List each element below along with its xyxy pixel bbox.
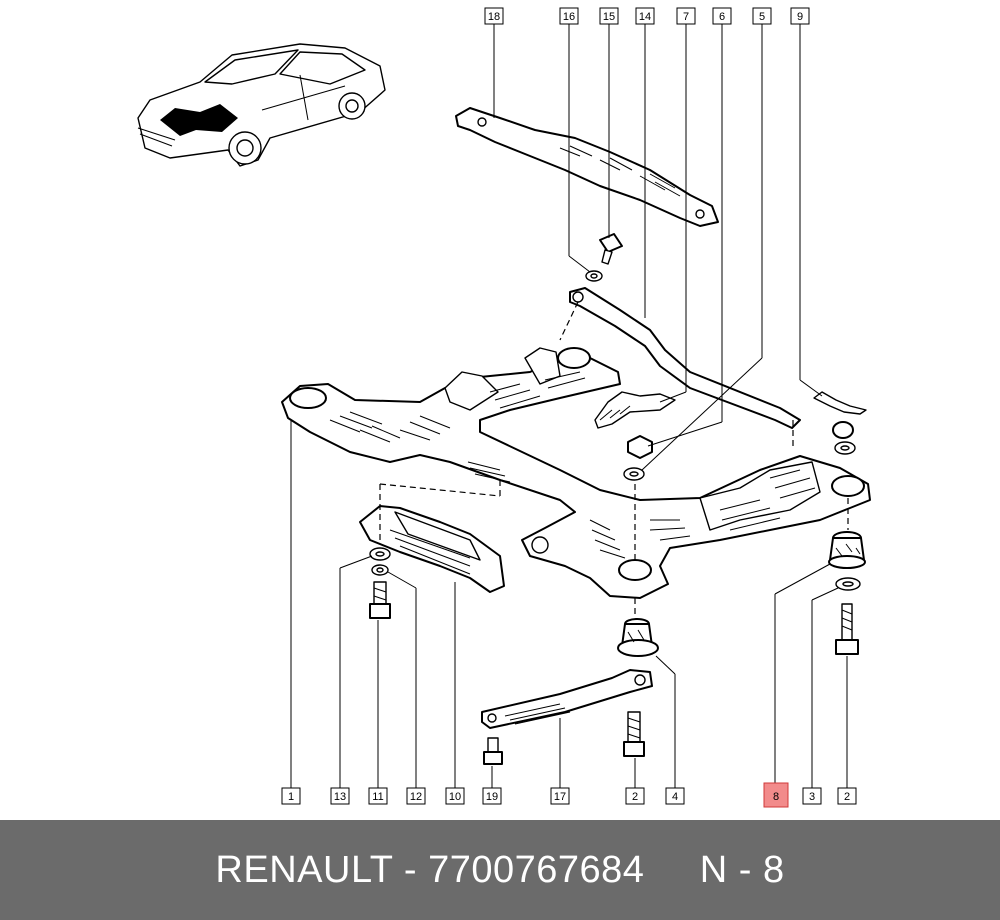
small-bolt-19: [483, 737, 503, 765]
callout-7: 7: [676, 7, 696, 25]
callout-6: 6: [712, 7, 732, 25]
position-separator: -: [738, 848, 752, 891]
part-number: 7700767684: [428, 848, 645, 891]
svg-text:9: 9: [797, 11, 803, 23]
diagonal-brace: [559, 287, 801, 450]
rubber-bush-right: [828, 531, 866, 591]
svg-text:13: 13: [334, 791, 346, 803]
callout-19: 19: [482, 787, 502, 805]
right-nut-washer: [832, 421, 856, 530]
callout-8-highlighted: 8: [763, 782, 789, 808]
callout-2-right: 2: [837, 787, 857, 805]
svg-text:7: 7: [683, 11, 689, 23]
callout-17: 17: [550, 787, 570, 805]
upper-tie-bar: [455, 107, 719, 227]
callout-2-center: 2: [625, 787, 645, 805]
callout-4: 4: [665, 787, 685, 805]
svg-text:8: 8: [773, 791, 779, 803]
callout-5: 5: [752, 7, 772, 25]
svg-text:10: 10: [449, 791, 461, 803]
leader-lines: [290, 24, 848, 788]
callout-11: 11: [368, 787, 388, 805]
callout-10: 10: [445, 787, 465, 805]
svg-text:6: 6: [719, 11, 725, 23]
callout-13: 13: [330, 787, 350, 805]
svg-text:3: 3: [809, 791, 815, 803]
svg-text:5: 5: [759, 11, 765, 23]
callout-3: 3: [802, 787, 822, 805]
svg-text:12: 12: [410, 791, 422, 803]
svg-text:11: 11: [372, 791, 383, 803]
position-prefix: N: [699, 848, 728, 891]
position-value: 8: [762, 848, 785, 891]
upper-bolt: [585, 233, 623, 282]
callout-1: 1: [281, 787, 301, 805]
svg-text:15: 15: [603, 11, 615, 23]
svg-text:17: 17: [554, 791, 566, 803]
callout-18: 18: [484, 7, 504, 25]
callout-16: 16: [559, 7, 579, 25]
callout-15: 15: [599, 7, 619, 25]
svg-text:19: 19: [486, 791, 498, 803]
callout-14: 14: [635, 7, 655, 25]
callout-12: 12: [406, 787, 426, 805]
separator: -: [403, 848, 417, 891]
car-thumbnail: [137, 43, 386, 167]
exploded-parts-diagram: 18 16 15 14 7 6 5 9 1 13 11 12 10 19 17 …: [137, 7, 871, 808]
front-subframe: [281, 347, 871, 599]
left-mount-block: [359, 480, 505, 593]
left-bolt-washers: [369, 547, 391, 619]
footer-bar: RENAULT - 7700767684 N - 8: [0, 820, 1000, 920]
svg-text:4: 4: [672, 791, 678, 803]
svg-text:2: 2: [844, 791, 850, 803]
brand-name: RENAULT: [215, 848, 393, 891]
svg-text:16: 16: [563, 11, 575, 23]
svg-text:18: 18: [488, 11, 500, 23]
svg-text:2: 2: [632, 791, 638, 803]
lower-link: [481, 669, 653, 757]
part-reference-text: RENAULT - 7700767684 N - 8: [215, 849, 784, 892]
callout-labels: 18 16 15 14 7 6 5 9 1 13 11 12 10 19 17 …: [281, 7, 857, 808]
center-nut-washer: [623, 435, 653, 560]
svg-text:14: 14: [639, 11, 651, 23]
callout-9: 9: [790, 7, 810, 25]
rubber-bush-center: [617, 598, 659, 657]
right-bolt: [835, 603, 859, 655]
svg-text:1: 1: [288, 791, 294, 803]
